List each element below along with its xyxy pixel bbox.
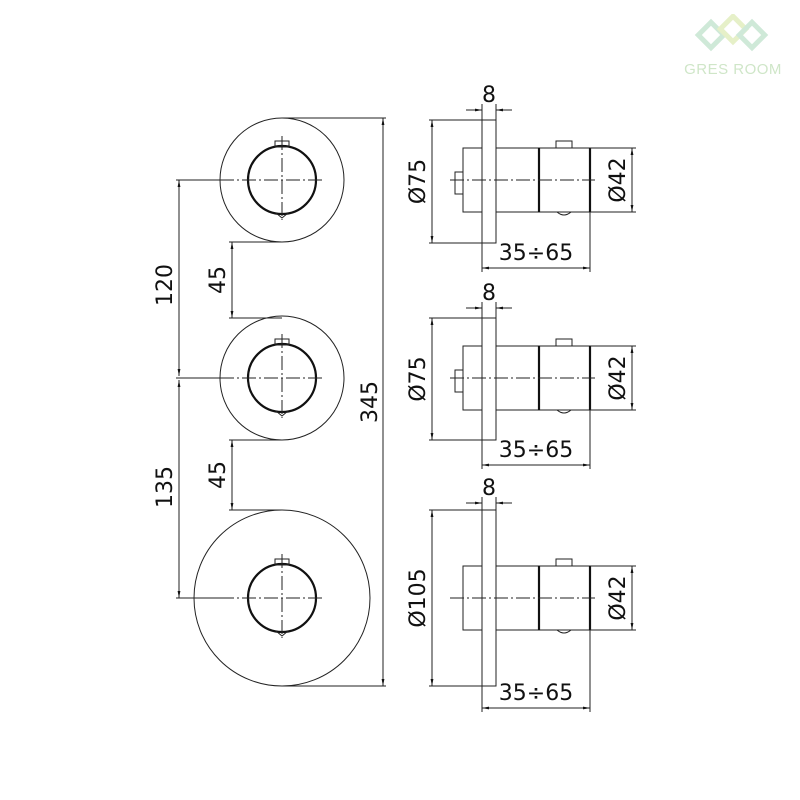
dim-gap-top: 45: [206, 266, 231, 294]
logo-text: GRES ROOM: [684, 61, 782, 78]
dim-knob-diameter: Ø42: [606, 157, 631, 202]
dim-projection: 35÷65: [499, 681, 573, 706]
front-view: 120 135 45 45 345: [153, 117, 386, 687]
dim-plate-diameter: Ø75: [406, 159, 431, 204]
dim-spacing-bottom: 135: [153, 466, 178, 508]
dim-plate-thickness: 8: [482, 83, 496, 108]
dim-knob-diameter: Ø42: [606, 355, 631, 400]
dim-projection: 35÷65: [499, 241, 573, 266]
dim-overall-height: 345: [358, 381, 383, 423]
knob-front: [176, 334, 324, 418]
gres-room-logo: GRES ROOM: [668, 12, 798, 78]
knob-front: [176, 136, 324, 220]
cover-plate-side: [481, 119, 497, 244]
cover-plate-side: [481, 317, 497, 441]
dim-knob-diameter: Ø42: [606, 575, 631, 620]
dim-gap-bottom: 45: [206, 461, 231, 489]
dim-plate-diameter: Ø105: [406, 568, 431, 627]
logo-diamonds-icon: [694, 12, 769, 52]
dim-plate-diameter: Ø75: [406, 356, 431, 401]
dim-projection: 35÷65: [499, 438, 573, 463]
knob-front: [176, 554, 324, 638]
dim-spacing-top: 120: [153, 264, 178, 306]
dim-plate-thickness: 8: [482, 281, 496, 306]
dim-plate-thickness: 8: [482, 476, 496, 501]
